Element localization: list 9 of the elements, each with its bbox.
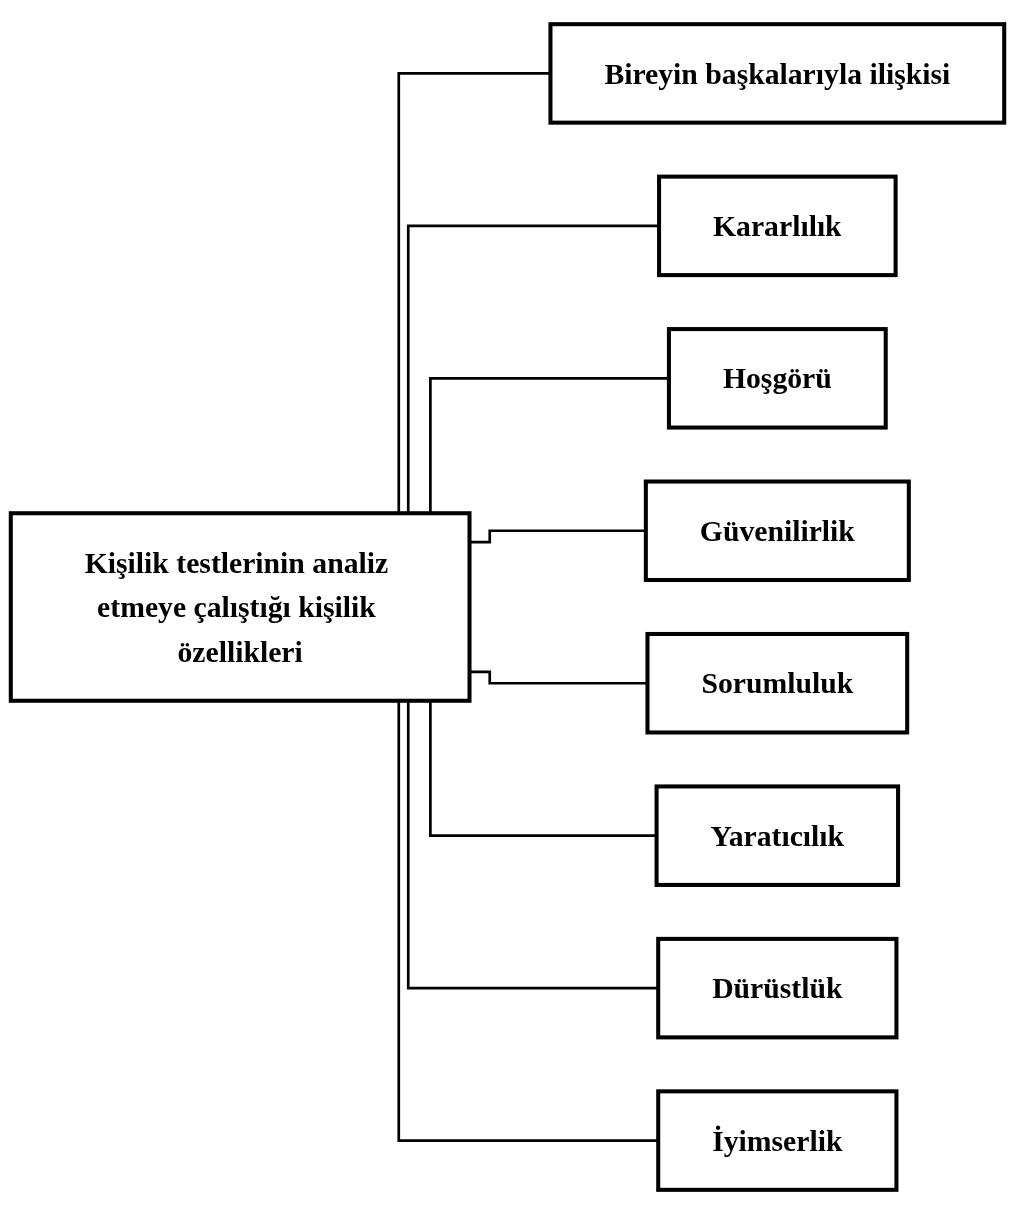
node-box: Güvenilirlik [643,479,911,583]
node-box: Kararlılık [657,174,898,278]
node-box: İyimserlik [656,1089,899,1192]
node-box: Bireyin başkalarıyla ilişkisi [548,22,1007,125]
node-box: Sorumluluk [645,631,910,735]
node-box: Yaratıcılık [654,784,901,887]
node-box: Dürüstlük [656,936,899,1040]
node-box: Hoşgörü [666,327,888,430]
node-box: Kişilik testlerinin analiz etmeye çalıştığı kişilik özellikleri [8,511,472,703]
